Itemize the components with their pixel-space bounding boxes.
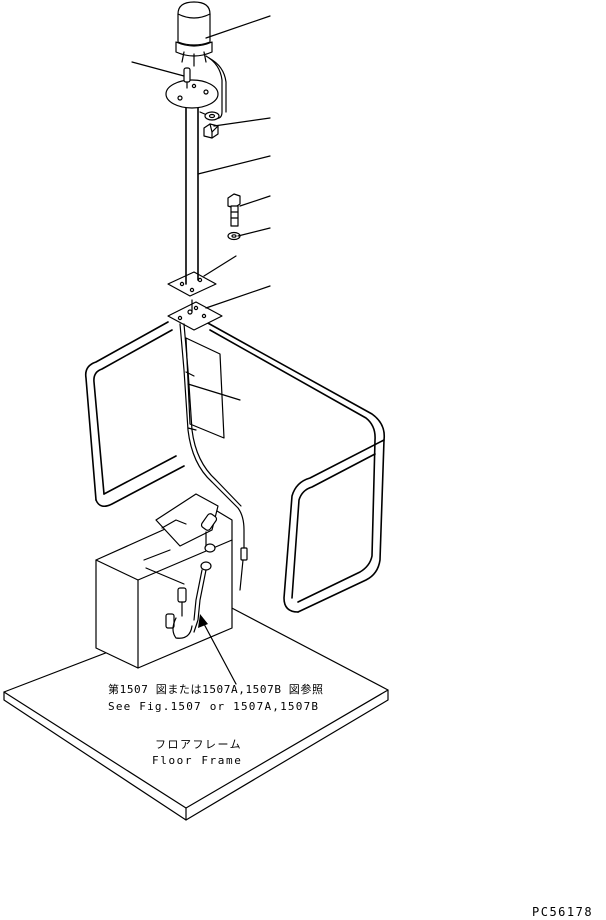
bolt xyxy=(227,193,241,227)
guard-frame-right xyxy=(205,321,386,613)
washer-1 xyxy=(204,111,220,121)
drawing-code: PC56178 xyxy=(532,905,593,919)
mount-bracket xyxy=(167,301,223,331)
console-connectors xyxy=(165,513,218,639)
floor-frame-label-en: Floor Frame xyxy=(152,754,242,767)
pole-base-plate xyxy=(167,271,217,297)
floor-frame-label-jp: フロアフレーム xyxy=(155,738,242,751)
flange-plate xyxy=(165,79,219,109)
reference-arrow xyxy=(198,614,237,685)
reference-note-en: See Fig.1507 or 1507A,1507B xyxy=(108,700,319,713)
leader-lines xyxy=(131,15,271,401)
lamp-pole xyxy=(185,99,199,313)
lock-washer xyxy=(227,231,241,241)
connector-plug xyxy=(183,67,191,89)
guard-frame-left xyxy=(84,321,185,508)
nut xyxy=(203,123,219,139)
reference-note-jp: 第1507 図または1507A,1507B 図参照 xyxy=(108,682,324,696)
cover-panel xyxy=(185,337,225,439)
rotating-lamp xyxy=(175,1,213,67)
